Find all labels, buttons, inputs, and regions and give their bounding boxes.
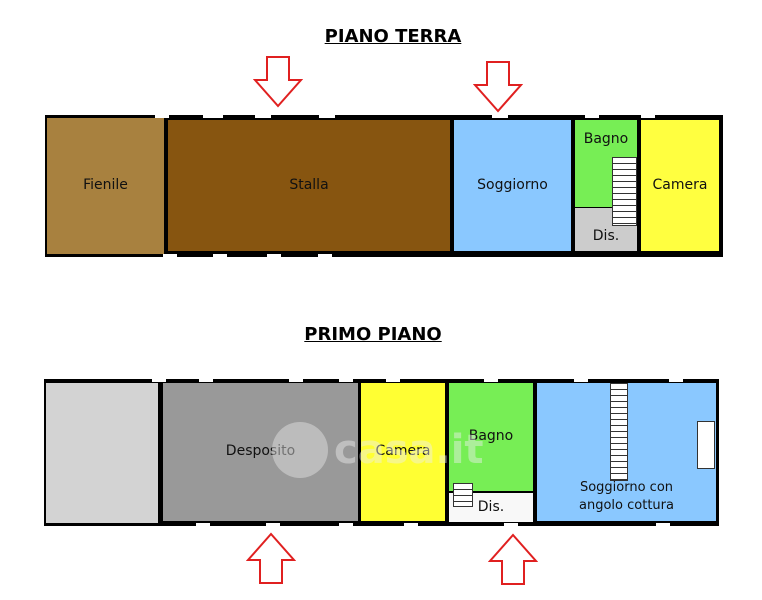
window bbox=[155, 115, 169, 118]
window bbox=[267, 254, 281, 257]
ground-floor-title: PIANO TERRA bbox=[324, 26, 462, 47]
room-camera: Camera bbox=[641, 120, 719, 251]
window bbox=[196, 523, 210, 526]
ground-floor-plan: Fienile Stalla Soggiorno Bagno Dis. Came… bbox=[45, 115, 723, 257]
window bbox=[504, 523, 518, 526]
room-porch bbox=[46, 383, 158, 523]
entrance-arrow-icon bbox=[488, 533, 538, 585]
room-fienile: Fienile bbox=[47, 118, 164, 254]
window bbox=[152, 379, 166, 382]
window bbox=[585, 115, 599, 118]
window bbox=[318, 254, 332, 257]
room-bagno: Bagno bbox=[449, 383, 533, 491]
window bbox=[574, 379, 588, 382]
entrance-arrow-icon bbox=[253, 56, 303, 108]
room-camera: Camera bbox=[361, 383, 445, 521]
window bbox=[656, 523, 670, 526]
room-soggiorno: Soggiorno bbox=[454, 120, 571, 251]
room-stalla: Stalla bbox=[168, 120, 450, 251]
window bbox=[641, 115, 655, 118]
first-floor-plan: Desposito Camera Bagno Dis. Soggiorno co… bbox=[44, 379, 719, 526]
window bbox=[289, 379, 303, 382]
window bbox=[319, 115, 335, 118]
room-bagno: Bagno bbox=[575, 120, 637, 164]
window bbox=[213, 254, 227, 257]
window bbox=[669, 379, 683, 382]
window bbox=[163, 254, 177, 257]
window bbox=[339, 379, 353, 382]
stairs-icon bbox=[610, 383, 628, 481]
window bbox=[339, 523, 353, 526]
room-deposito: Desposito bbox=[163, 383, 358, 521]
window bbox=[404, 523, 418, 526]
stairs-icon bbox=[453, 483, 473, 507]
window bbox=[492, 115, 508, 118]
first-floor-title: PRIMO PIANO bbox=[304, 324, 442, 345]
window bbox=[266, 523, 280, 526]
window bbox=[386, 379, 400, 382]
window bbox=[255, 115, 271, 118]
stairs-icon bbox=[612, 157, 637, 226]
entrance-arrow-icon bbox=[473, 61, 523, 113]
window bbox=[484, 379, 498, 382]
window bbox=[199, 379, 213, 382]
entrance-arrow-icon bbox=[246, 532, 296, 584]
room-soggiorno-label: Soggiorno con angolo cottura bbox=[579, 479, 674, 513]
window bbox=[203, 115, 223, 118]
fireplace-icon bbox=[697, 421, 715, 469]
